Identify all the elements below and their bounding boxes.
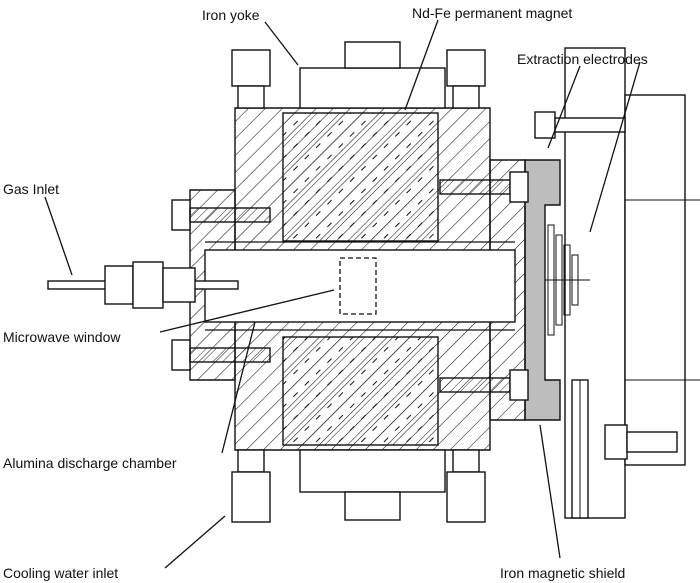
label-alumina-chamber: Alumina discharge chamber (3, 455, 177, 471)
leader-lines (44, 19, 641, 569)
bottom-fittings (231, 449, 486, 523)
bolts (171, 111, 678, 460)
support-rod (571, 379, 589, 519)
label-iron-yoke: Iron yoke (202, 7, 260, 23)
alumina-discharge-chamber (204, 241, 516, 331)
iron-magnetic-shield (524, 159, 561, 421)
label-iron-magnetic-shield: Iron magnetic shield (500, 565, 625, 581)
extraction-electrodes (545, 224, 590, 336)
top-fittings (231, 41, 486, 109)
label-microwave-window: Microwave window (3, 329, 121, 345)
label-gas-inlet: Gas Inlet (3, 181, 59, 197)
label-extraction-electrodes: Extraction electrodes (517, 51, 648, 67)
label-cooling-water-inlet: Cooling water inlet (3, 565, 118, 581)
gas-inlet-fitting (47, 261, 239, 309)
nd-fe-magnet-lower (282, 336, 439, 446)
nd-fe-magnet-upper (282, 112, 439, 242)
microwave-window (339, 257, 377, 315)
label-nd-fe-magnet: Nd-Fe permanent magnet (412, 5, 572, 21)
